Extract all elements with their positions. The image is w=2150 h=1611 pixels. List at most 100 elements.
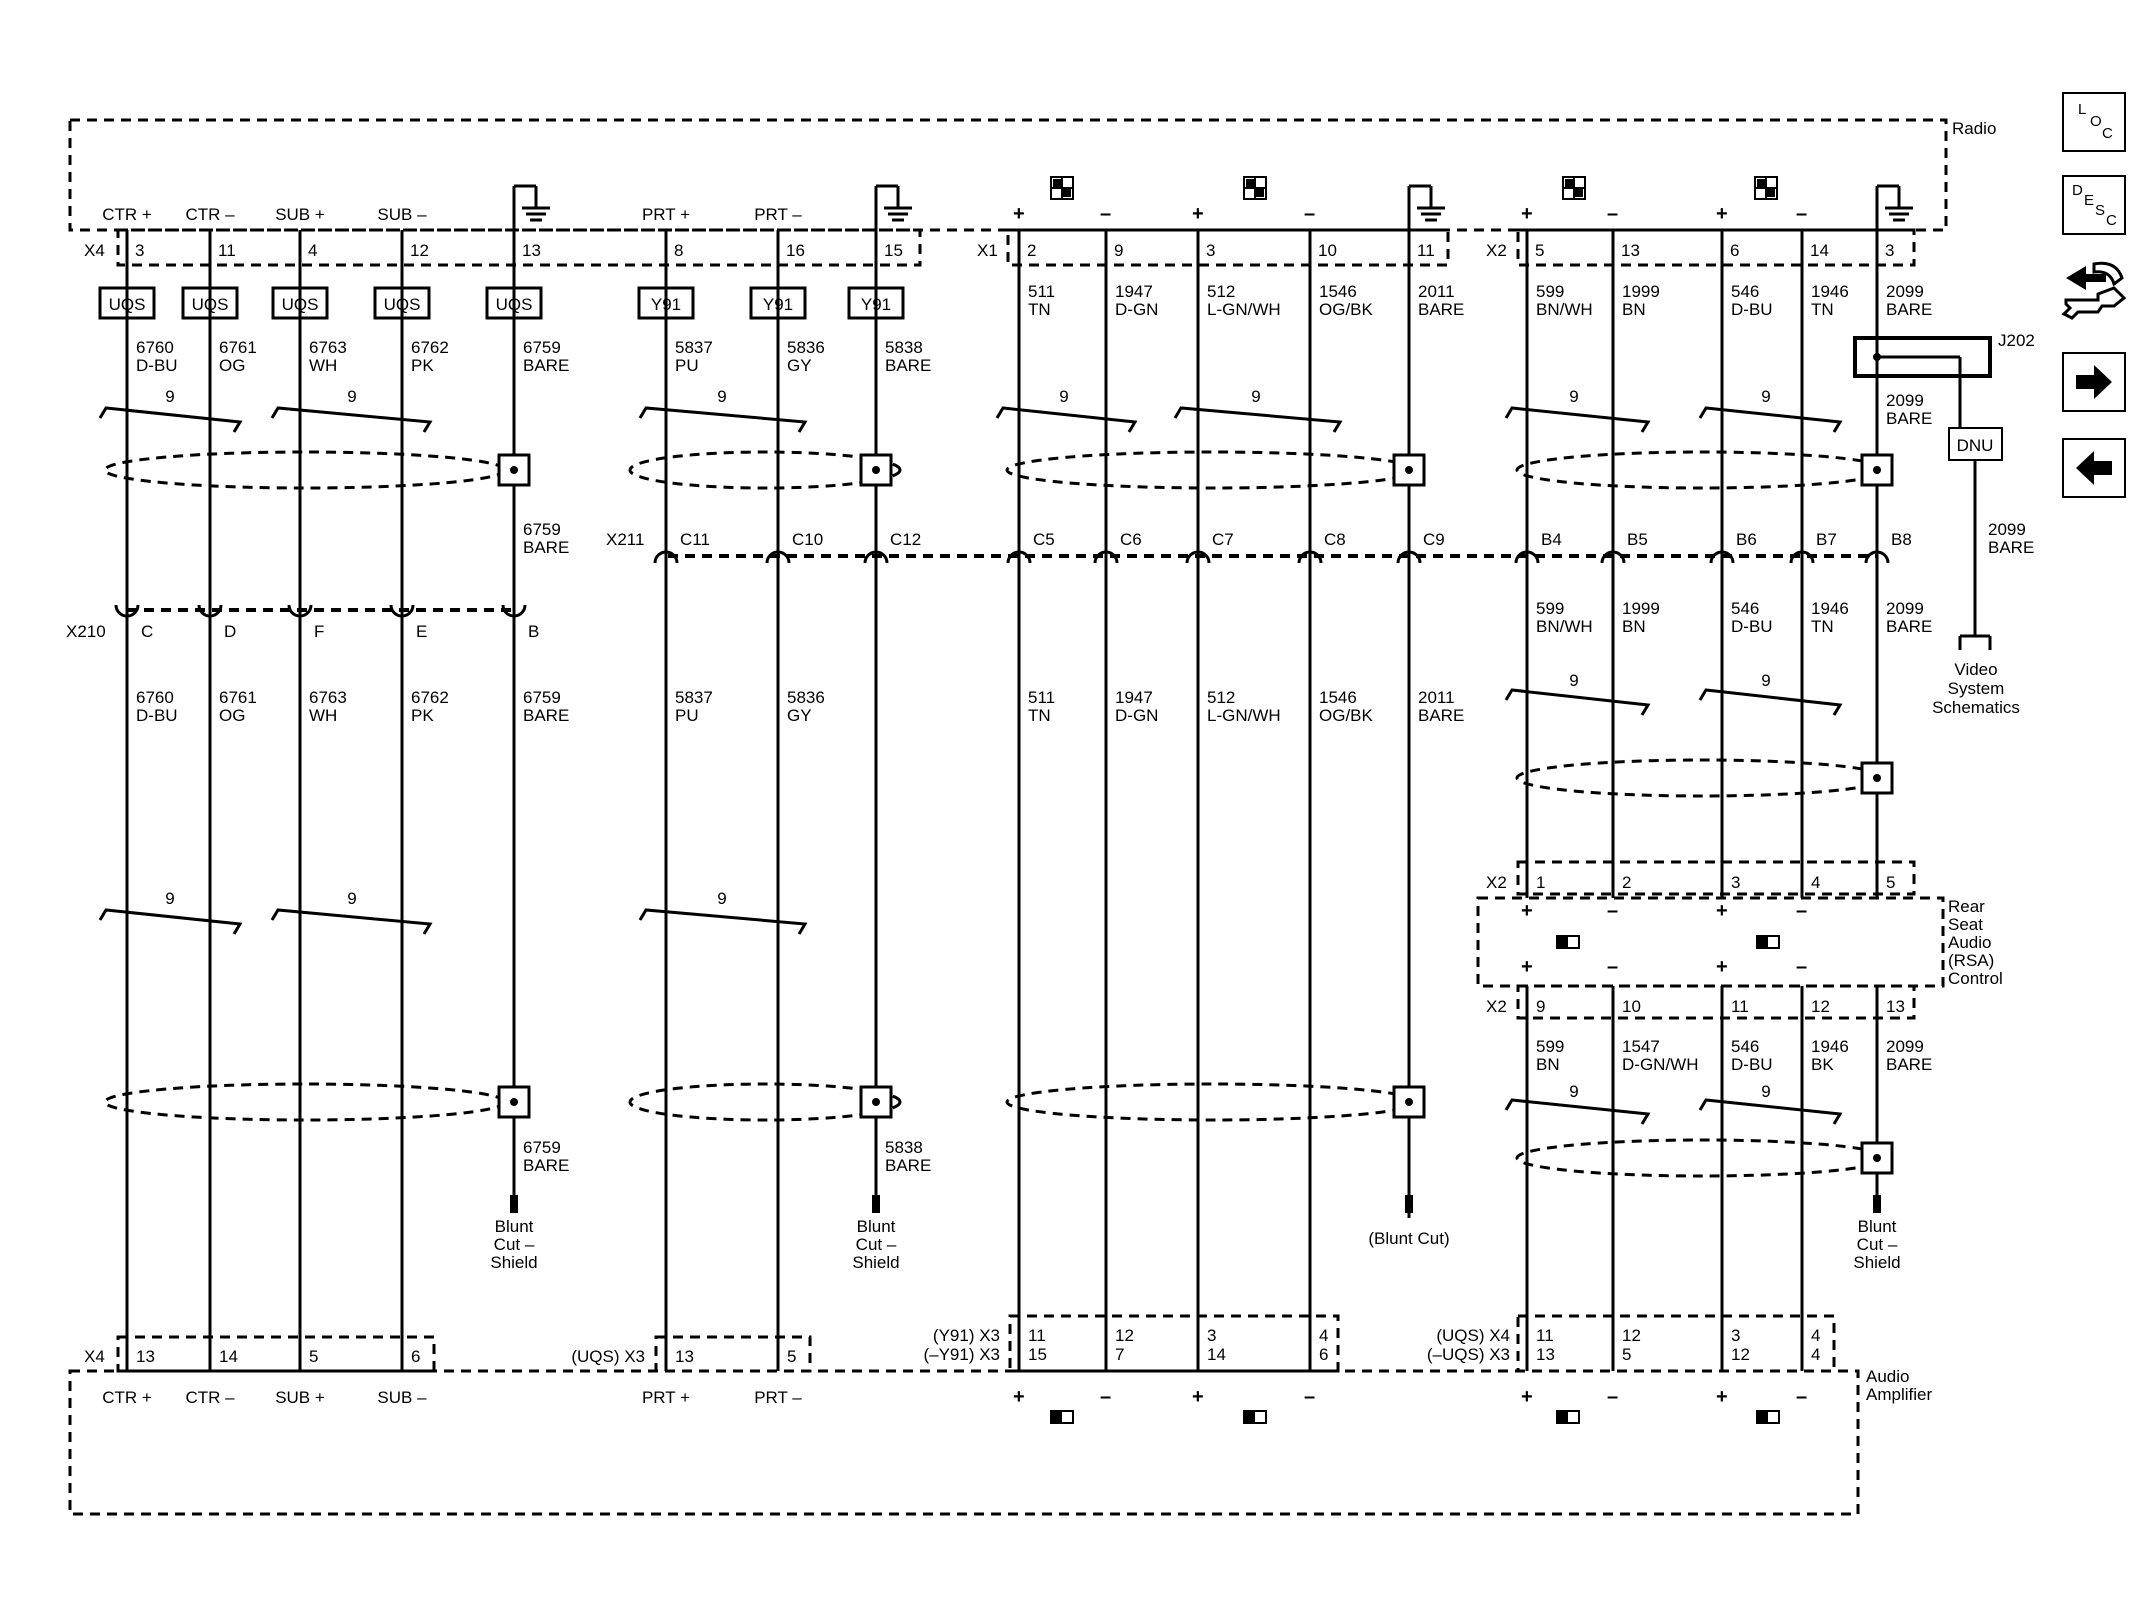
x210-pin-label: B: [528, 622, 539, 641]
connector-pin-x211: [1396, 550, 1422, 564]
wire-circuit: 6759: [523, 520, 561, 539]
connector-label: X2: [1486, 241, 1507, 260]
wire-circuit: 6762: [411, 338, 449, 357]
wire-circuit: 599: [1536, 282, 1564, 301]
wire-color: BN: [1536, 1055, 1560, 1074]
x211-pin-label: B7: [1816, 530, 1837, 549]
connector-pin-x210: [287, 604, 313, 618]
polarity-mark: +: [1192, 203, 1204, 225]
wire-color: BARE: [885, 1156, 931, 1175]
wire-circuit: 6759: [523, 688, 561, 707]
wire-circuit: 1946: [1811, 599, 1849, 618]
connector-x1-radio: [1006, 228, 1450, 267]
twist-mark: [1504, 1098, 1651, 1125]
connector-pin-x211: [1514, 550, 1540, 564]
wire-color: WH: [309, 356, 337, 375]
radio-pin: 13: [522, 241, 541, 260]
twist-count: 9: [1569, 387, 1578, 406]
blunt-cut-label: Blunt: [1858, 1217, 1897, 1236]
rsa-label: (RSA): [1948, 951, 1994, 970]
wire-circuit: 1999: [1622, 282, 1660, 301]
radio-pin: 4: [308, 241, 317, 260]
amp-signal-label: CTR –: [185, 1388, 235, 1407]
description-button[interactable]: D E S C: [2062, 175, 2126, 235]
connector-y91-amp: [1008, 1314, 1340, 1373]
wire-circuit: 5837: [675, 688, 713, 707]
x211-pin-label: C9: [1423, 530, 1445, 549]
blunt-cut-label: Cut –: [494, 1235, 535, 1254]
wire-end: [872, 1195, 880, 1213]
blunt-cut-label: Shield: [490, 1253, 537, 1272]
right-arrow-icon: [2076, 365, 2112, 399]
connector-pin-x211: [1789, 550, 1815, 564]
amp-pin: 3: [1207, 1326, 1216, 1345]
twist-count: 9: [1761, 671, 1770, 690]
wire-circuit: 1946: [1811, 1037, 1849, 1056]
twist-mark: [1173, 406, 1343, 433]
wire-circuit: 5836: [787, 338, 825, 357]
rsa-label: Seat: [1948, 915, 1983, 934]
twist-mark: [98, 406, 243, 433]
connector-label: X2: [1486, 997, 1507, 1016]
twist-count: 9: [717, 889, 726, 908]
connector-x2-radio: [1516, 228, 1916, 267]
shield-prt: [628, 450, 902, 490]
wire-circuit: 2011: [1418, 688, 1455, 707]
radio-pin: 11: [218, 241, 236, 260]
connector-label: X211: [606, 530, 644, 549]
previous-page-button[interactable]: [2062, 438, 2126, 498]
amp-signal-label: SUB +: [275, 1388, 325, 1407]
rsa-pin: 3: [1731, 873, 1740, 892]
wire-end: [1405, 1195, 1413, 1213]
wire-circuit: 6760: [136, 338, 174, 357]
speaker-small-fill: [1757, 1411, 1768, 1423]
twist-mark: [270, 908, 433, 935]
connector-x2-rsa-bottom: [1516, 984, 1916, 1020]
wire-circuit: 6761: [219, 338, 257, 357]
rsa-pin: 2: [1622, 873, 1631, 892]
splice-label: J202: [1998, 331, 2035, 350]
option-label: Y91: [861, 295, 891, 314]
wire-color: BARE: [523, 356, 569, 375]
x211-pin-label: C8: [1324, 530, 1346, 549]
twist-mark: [1698, 1098, 1843, 1125]
blunt-cut-label: Blunt: [495, 1217, 534, 1236]
wire-color: OG/BK: [1319, 300, 1374, 319]
wire-circuit: 2099: [1886, 282, 1924, 301]
option-label: Y91: [763, 295, 793, 314]
speaker-icon-fill: [1063, 189, 1071, 197]
rsa-pin: 5: [1886, 873, 1895, 892]
twist-count: 9: [1569, 671, 1578, 690]
twist-mark: [270, 406, 433, 433]
wire-circuit: 2099: [1988, 520, 2026, 539]
connector-pin-x211: [1185, 550, 1211, 564]
shield-drain-dot: [872, 466, 880, 474]
shield-drain-box: [1860, 453, 1894, 487]
speaker-small-fill: [1757, 936, 1768, 948]
option-label: Y91: [651, 295, 681, 314]
radio-pin: 10: [1318, 241, 1337, 260]
shield-drain-box: [1392, 453, 1426, 487]
x211-pin-label: C5: [1033, 530, 1055, 549]
wire-circuit: 511: [1028, 282, 1055, 301]
loc-letter-l: L: [2078, 101, 2086, 118]
twisted-pair-marks: [98, 406, 1843, 1125]
amp-pin: 5: [787, 1347, 796, 1366]
radio-pin: 14: [1810, 241, 1829, 260]
speaker-icon-fill: [1575, 189, 1583, 197]
connector-pin-x211: [1006, 550, 1032, 564]
option-label: UQS: [282, 295, 319, 314]
rsa-label: Audio: [1948, 933, 1991, 952]
location-button[interactable]: L O C: [2062, 92, 2126, 152]
blunt-cut-label: Shield: [852, 1253, 899, 1272]
amp-pin: 11: [1028, 1326, 1046, 1345]
shield-ctr-sub: [103, 450, 507, 490]
wire-color: BARE: [1418, 706, 1464, 725]
twist-count: 9: [1761, 387, 1770, 406]
wrench-button[interactable]: [2058, 258, 2130, 330]
speaker-icon-fill: [1757, 179, 1766, 188]
wire-circuit: 6759: [523, 1138, 561, 1157]
next-page-button[interactable]: [2062, 352, 2126, 412]
wire-color: TN: [1811, 617, 1834, 636]
x211-pin-label: B6: [1736, 530, 1757, 549]
